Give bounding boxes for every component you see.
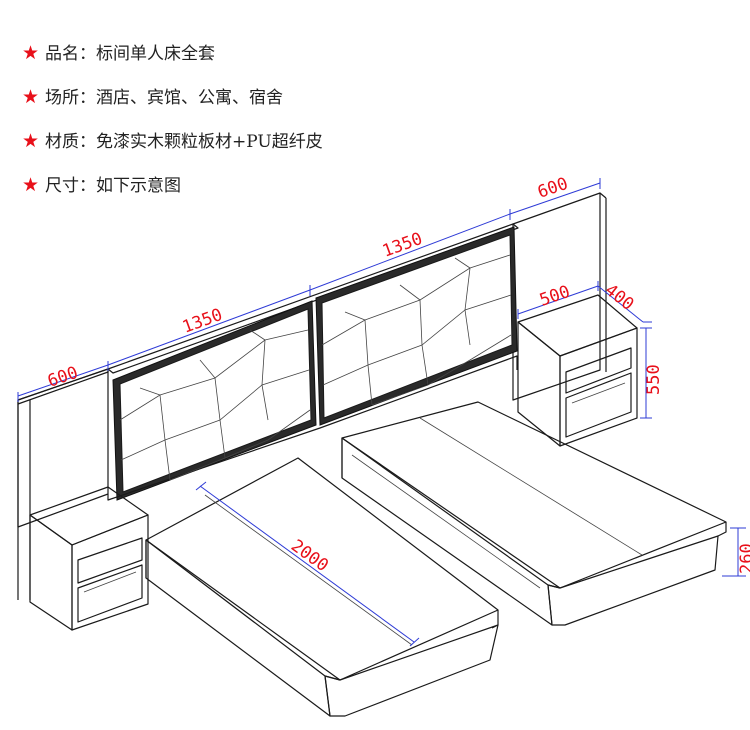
spec-item-size: ★尺寸：如下示意图 — [22, 170, 323, 214]
spec-text: 尺寸：如下示意图 — [45, 176, 182, 196]
dim-label: 600 — [535, 174, 571, 203]
nightstand-left — [29, 486, 149, 631]
dimension-bed-height: 260 — [722, 527, 750, 577]
dimension-nightstand-height: 550 — [640, 327, 664, 419]
dimension-nightstand-width: 500 — [517, 281, 599, 319]
spec-item-name: ★品名：标间单人床全套 — [22, 38, 323, 82]
star-icon: ★ — [22, 130, 40, 152]
bed-right — [341, 401, 727, 626]
dim-label: 500 — [537, 282, 573, 311]
star-icon: ★ — [22, 86, 40, 108]
dim-label: 550 — [644, 364, 664, 395]
dim-label: 1350 — [180, 305, 225, 338]
bed-left — [145, 457, 499, 717]
star-icon: ★ — [22, 174, 40, 196]
spec-list: ★品名：标间单人床全套 ★场所：酒店、宾馆、公寓、宿舍 ★材质：免漆实木颗粒板材… — [22, 38, 323, 214]
dim-label: 1350 — [380, 229, 425, 262]
spec-item-venue: ★场所：酒店、宾馆、公寓、宿舍 — [22, 82, 323, 126]
spec-text: 材质：免漆实木颗粒板材+PU超纤皮 — [45, 132, 323, 152]
dimension-bed-length: 2000 — [195, 481, 420, 647]
dim-label: 600 — [45, 363, 81, 392]
side-panel-left — [17, 368, 109, 600]
dim-label: 2000 — [287, 536, 332, 576]
spec-text: 场所：酒店、宾馆、公寓、宿舍 — [45, 88, 284, 108]
nightstand-right — [517, 294, 638, 447]
dimension-side-panel-right: 600 — [509, 174, 601, 215]
spec-text: 品名：标间单人床全套 — [45, 44, 216, 64]
spec-item-material: ★材质：免漆实木颗粒板材+PU超纤皮 — [22, 126, 323, 170]
star-icon: ★ — [22, 42, 40, 64]
dim-label: 260 — [737, 543, 750, 574]
headboard — [107, 223, 519, 501]
